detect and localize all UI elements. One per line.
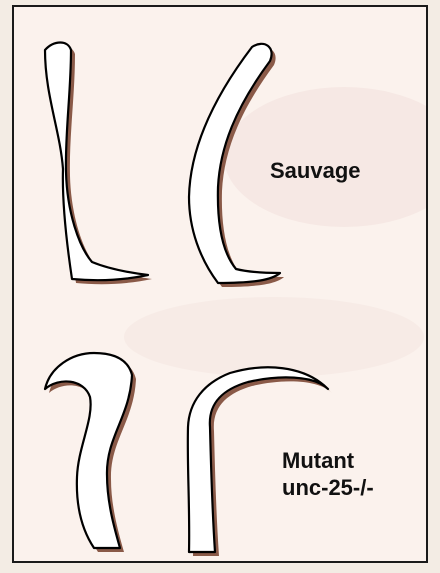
background-smudge bbox=[124, 297, 424, 377]
mutant-label-line-1: Mutant bbox=[282, 447, 374, 474]
wild-type-label: Sauvage bbox=[270, 157, 361, 184]
mutant-label: Mutant unc-25-/- bbox=[282, 447, 374, 501]
mutant-label-line-2: unc-25-/- bbox=[282, 474, 374, 501]
figure-panel: Sauvage Mutant unc-25-/- bbox=[12, 5, 428, 563]
